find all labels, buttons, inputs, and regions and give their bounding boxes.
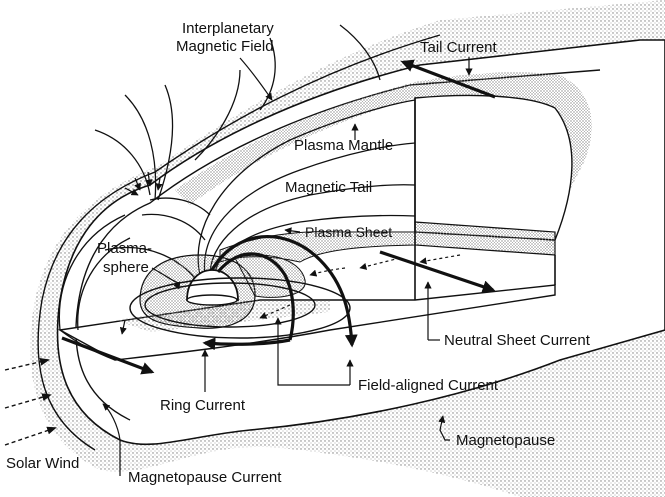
label-tail-current: Tail Current — [420, 39, 498, 56]
label-leader-lines — [102, 57, 473, 476]
magnetopause-boundary-1 — [37, 34, 441, 451]
label-interplanetary-1: Interplanetary — [182, 20, 274, 37]
magnetopause-boundary-2 — [75, 69, 601, 421]
label-plasmasphere-1: Plasma- — [97, 240, 152, 257]
solar-wind-arrows — [4, 357, 57, 446]
label-plasma-mantle: Plasma Mantle — [294, 137, 393, 154]
label-field-aligned-current: Field-aligned Current — [358, 377, 499, 394]
label-magnetic-tail: Magnetic Tail — [285, 179, 372, 196]
label-solar-wind: Solar Wind — [6, 455, 79, 472]
ring-current-ellipses — [129, 277, 351, 339]
label-magnetopause: Magnetopause — [456, 432, 555, 449]
label-ring-current: Ring Current — [160, 397, 246, 414]
label-interplanetary-2: Magnetic Field — [176, 38, 274, 55]
flow-dashed-arrows — [259, 254, 461, 319]
label-magnetopause-current: Magnetopause Current — [128, 469, 282, 486]
label-plasmasphere-2: sphere — [103, 259, 149, 276]
magnetosphere-field-lines — [141, 99, 416, 276]
label-neutral-sheet-current: Neutral Sheet Current — [444, 332, 591, 349]
tail-cross-section — [414, 94, 573, 241]
magnetopause-current-arrow — [61, 336, 155, 375]
label-plasma-sheet: Plasma Sheet — [305, 224, 392, 240]
tail-current-arrow — [400, 59, 496, 99]
cusp-arrows — [124, 171, 163, 196]
